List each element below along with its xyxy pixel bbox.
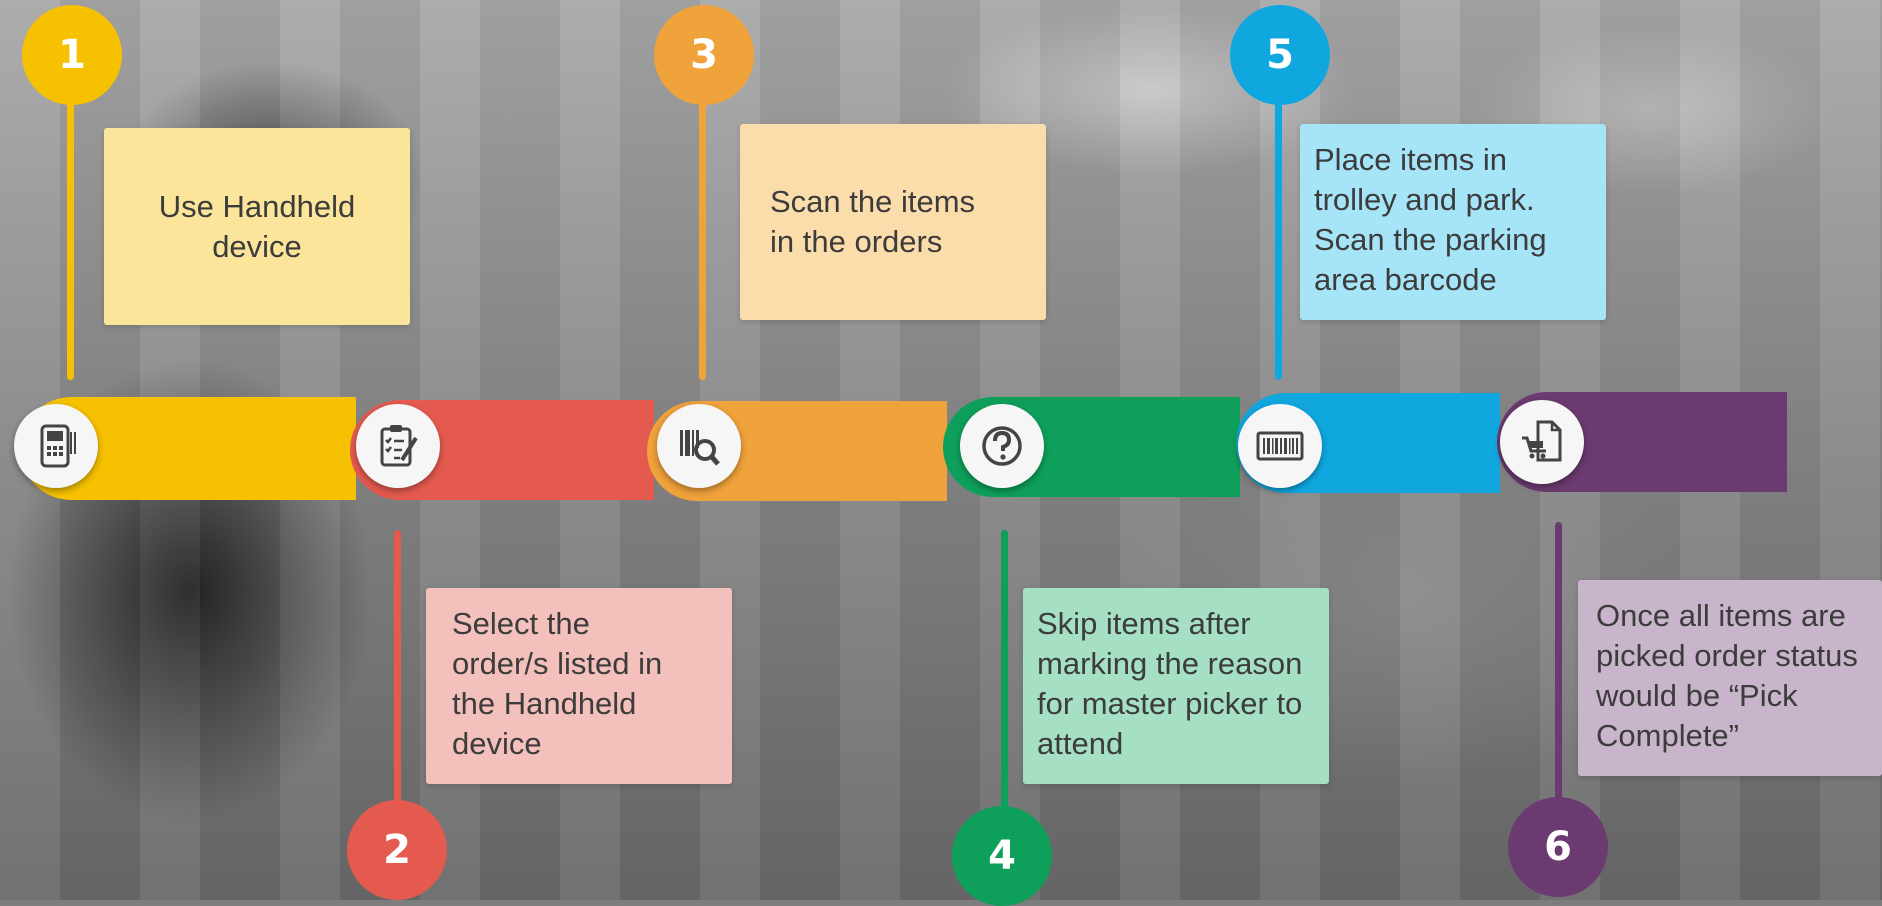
step-3-icon-circle <box>657 404 741 488</box>
step-5-connector <box>1275 95 1282 380</box>
step-5-icon-circle <box>1238 404 1322 488</box>
question-mark-icon <box>982 426 1022 466</box>
step-2-card: Select the order/s listed in the Handhel… <box>426 588 732 784</box>
step-5-card: Place items in trolley and park. Scan th… <box>1300 124 1606 320</box>
step-5-number-badge: 5 <box>1230 5 1330 105</box>
step-4-number-badge: 4 <box>952 806 1052 906</box>
step-1-card: Use Handheld device <box>104 128 410 325</box>
barcode-search-icon <box>680 430 720 466</box>
step-3-connector <box>699 95 706 380</box>
step-2-connector <box>394 530 401 810</box>
step-6-text: Once all items are picked order status w… <box>1596 598 1858 753</box>
step-1-icon-circle <box>14 404 98 488</box>
step-3-number-badge: 3 <box>654 5 754 105</box>
step-6-card: Once all items are picked order status w… <box>1578 580 1882 776</box>
step-6-icon-circle <box>1500 400 1584 484</box>
step-6-number-badge: 6 <box>1508 797 1608 897</box>
step-4-text: Skip items after marking the reason for … <box>1037 606 1303 761</box>
step-4-icon-circle <box>960 404 1044 488</box>
step-1-connector <box>67 95 74 380</box>
handheld-scanner-icon <box>40 424 76 468</box>
step-5-text: Place items in trolley and park. Scan th… <box>1314 142 1547 297</box>
trolley-document-icon <box>1522 420 1562 462</box>
step-3-text: Scan the items in the orders <box>770 184 976 259</box>
barcode-icon <box>1256 431 1304 461</box>
clipboard-checklist-icon <box>380 425 418 467</box>
step-2-number-badge: 2 <box>347 800 447 900</box>
step-4-connector <box>1001 530 1008 810</box>
step-4-card: Skip items after marking the reason for … <box>1023 588 1329 784</box>
step-1-text: Use Handheld device <box>158 188 356 264</box>
step-6-connector <box>1555 522 1562 802</box>
step-2-text: Select the order/s listed in the Handhel… <box>452 606 663 761</box>
step-3-card: Scan the items in the orders <box>740 124 1046 320</box>
step-1-number-badge: 1 <box>22 5 122 105</box>
step-2-icon-circle <box>356 404 440 488</box>
